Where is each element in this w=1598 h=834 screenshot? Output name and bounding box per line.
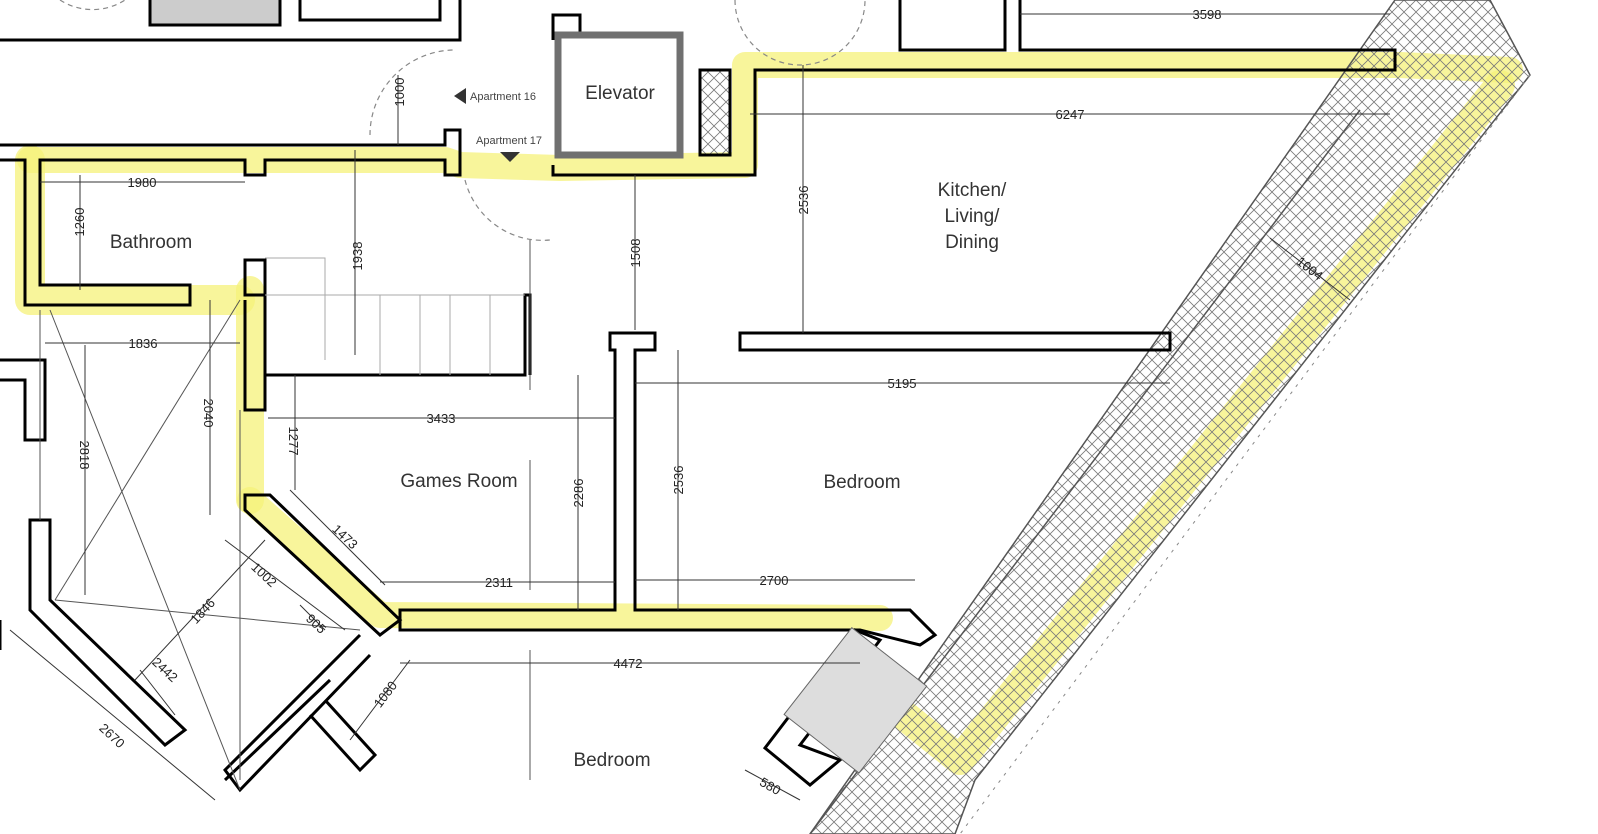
apartment-16-label: Apartment 16 [470, 91, 536, 103]
room-label-dining: Dining [945, 232, 999, 253]
dim-2442: 2442 [149, 654, 180, 685]
room-label-bedroom-right: Bedroom [823, 472, 900, 493]
dim-2311: 2311 [485, 575, 513, 590]
dim-3598: 3598 [1193, 7, 1222, 22]
room-labels: Bathroom Games Room Bedroom Bedroom Kitc… [110, 180, 1007, 771]
dim-2700: 2700 [760, 573, 789, 588]
dim-1277: 1277 [286, 427, 301, 456]
room-label-games-room: Games Room [400, 471, 517, 492]
walls [0, 0, 1397, 793]
dim-580: 580 [757, 774, 783, 798]
dim-1846: 1846 [187, 595, 218, 626]
triangle-left-icon [454, 88, 466, 104]
construction-lines [39, 240, 531, 791]
dim-2818: 2818 [77, 441, 92, 470]
apartment-markers: Apartment 16 Apartment 17 [454, 88, 542, 162]
dim-1002: 1002 [248, 559, 279, 590]
dim-2536-top: 2536 [796, 186, 811, 215]
dimension-lines [9, 13, 1390, 801]
dim-2536-left: 2536 [671, 466, 686, 495]
room-label-living: Living/ [945, 206, 1001, 227]
stairs [265, 257, 928, 774]
elevator-label: Elevator [585, 83, 655, 104]
dim-6247: 6247 [1056, 107, 1085, 122]
apartment-17-label: Apartment 17 [476, 135, 542, 147]
room-label-bathroom: Bathroom [110, 232, 192, 253]
room-label-kitchen: Kitchen/ [938, 180, 1007, 201]
room-label-bedroom-bottom: Bedroom [573, 750, 650, 771]
door-swings [59, 0, 866, 241]
dim-1260: 1260 [72, 208, 87, 237]
dim-4472: 4472 [614, 656, 643, 671]
dim-2286: 2286 [571, 479, 586, 508]
dim-1938: 1938 [350, 242, 365, 271]
dim-3433: 3433 [427, 411, 456, 426]
dim-2670: 2670 [96, 720, 127, 751]
elevator: Elevator [554, 31, 684, 159]
dim-5195: 5195 [888, 376, 917, 391]
triangle-down-icon [500, 152, 520, 162]
dim-1508: 1508 [628, 239, 643, 268]
dim-1080: 1080 [371, 678, 400, 710]
dim-1836: 1836 [129, 336, 158, 351]
dim-2040: 2040 [201, 399, 216, 428]
dim-1980: 1980 [128, 175, 157, 190]
balcony-hatch [809, 0, 1531, 834]
dim-1000: 1000 [392, 78, 407, 107]
dim-1473: 1473 [329, 521, 360, 552]
